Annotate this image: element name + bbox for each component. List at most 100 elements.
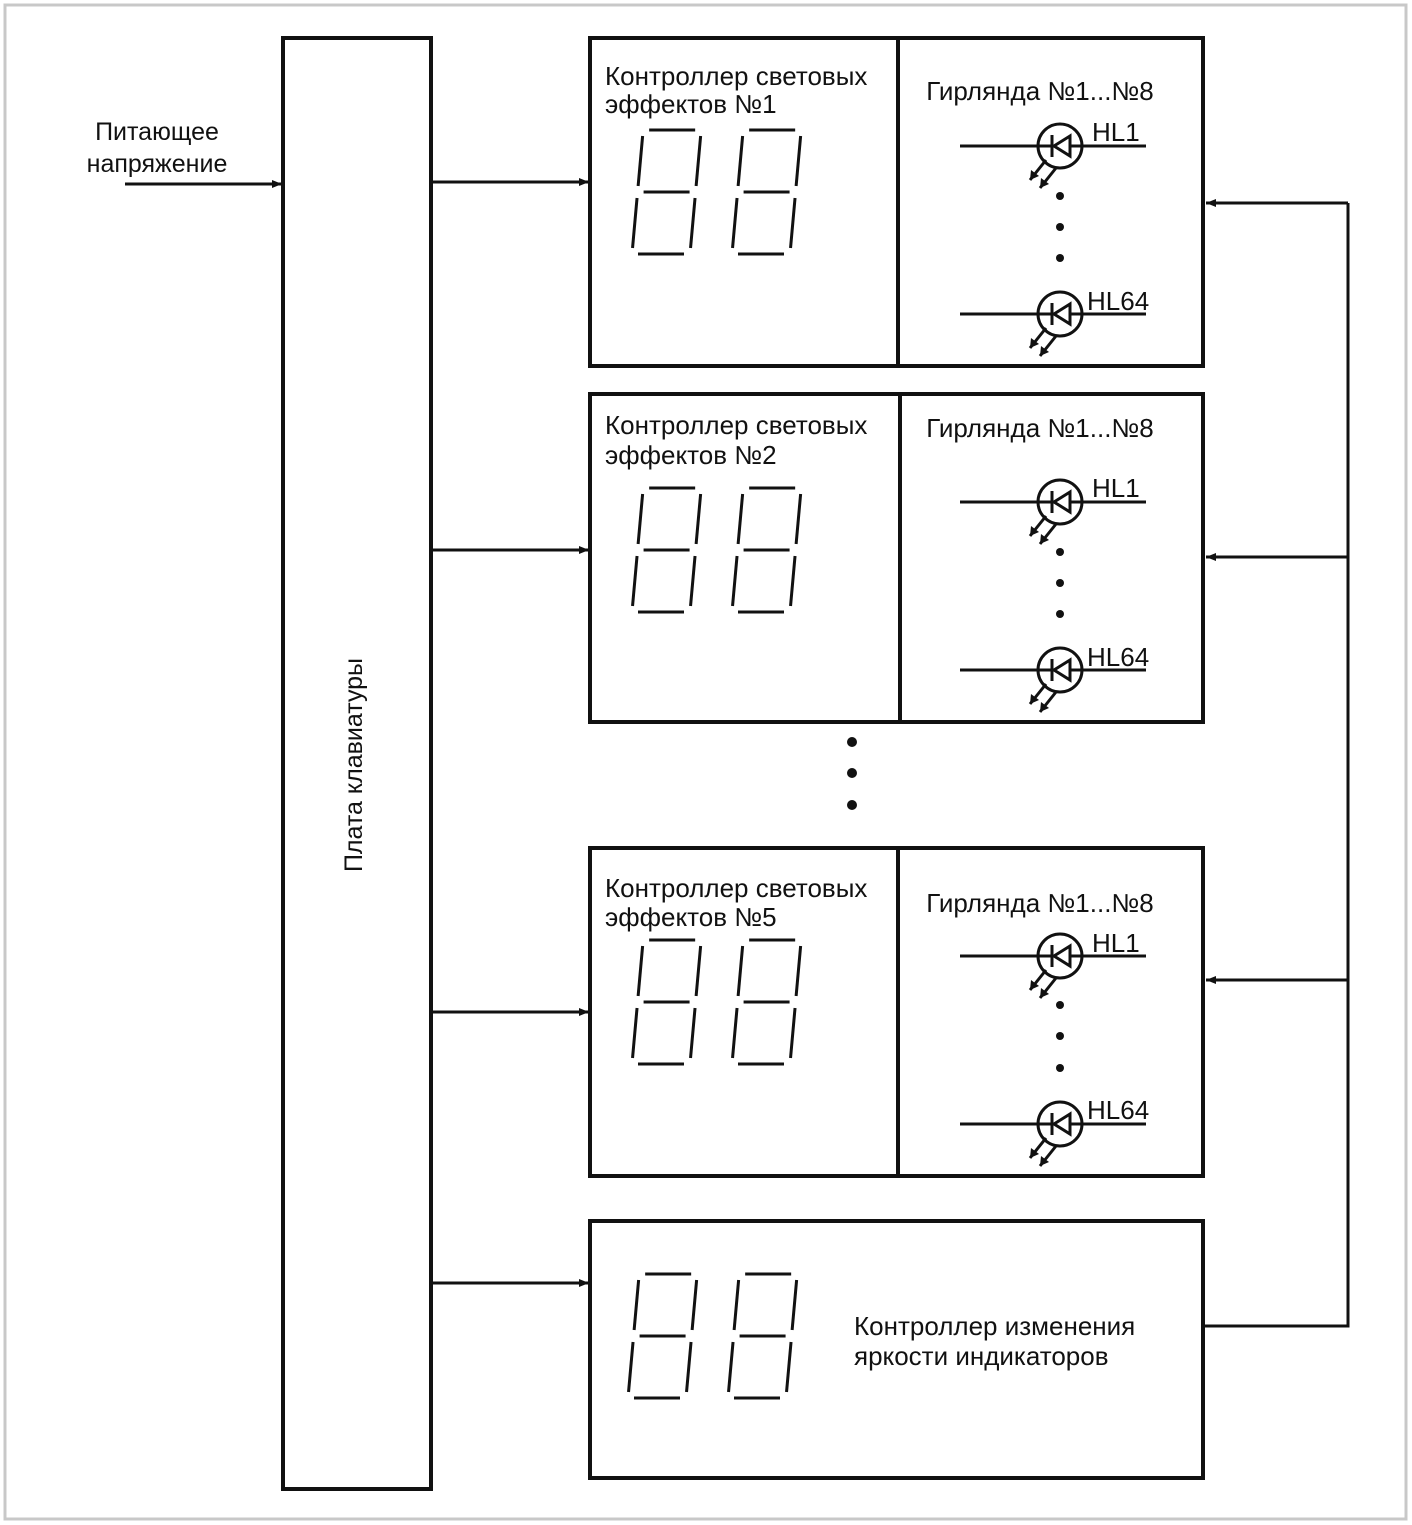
garland-title: Гирлянда №1...№8: [926, 76, 1154, 106]
light-ray-head: [1030, 170, 1039, 180]
segment-lower-right: [789, 197, 797, 249]
segment-lower-right: [789, 1007, 797, 1059]
segment-lower-left: [627, 1341, 635, 1393]
seven-segment-display: [631, 128, 803, 256]
led-hl1: [960, 478, 1146, 545]
led-last-label: HL64: [1087, 1095, 1149, 1125]
garland-title: Гирлянда №1...№8: [926, 413, 1154, 443]
segment-lower-left: [631, 555, 639, 607]
light-ray-head: [1030, 526, 1039, 536]
seven-segment-display: [631, 938, 803, 1066]
light-ray-head: [1040, 346, 1049, 356]
bus-line: [1205, 203, 1350, 1328]
segment-lower-right: [785, 1341, 793, 1393]
light-ray-head: [1030, 980, 1039, 990]
segment-lower-left: [631, 197, 639, 249]
seven-segment-display: [631, 486, 803, 614]
brightness-bus: [1205, 199, 1350, 1328]
ellipsis-dot: [1056, 579, 1064, 587]
brightness-box: [588, 1219, 1205, 1480]
controller-title-line1: Контроллер световых: [605, 61, 867, 91]
segment-lower-right: [685, 1341, 693, 1393]
ellipsis-dot: [1056, 1001, 1064, 1009]
segment-lower-left: [631, 1007, 639, 1059]
brightness-controller-block: Контроллер изменения яркости индикаторов: [588, 1219, 1205, 1480]
controller-block-1: Контроллер световых эффектов №1 Гирлянда…: [588, 36, 1205, 368]
light-ray-head: [1040, 988, 1049, 998]
diode-triangle: [1051, 657, 1072, 683]
segment-upper-left: [736, 945, 745, 997]
segment-upper-right: [790, 1279, 799, 1331]
controller-title-line2: эффектов №5: [605, 902, 777, 932]
ellipsis-dot: [1056, 610, 1064, 618]
diode-triangle: [1051, 1111, 1072, 1137]
power-label-line1: Питающее: [95, 118, 219, 146]
diode-triangle: [1051, 301, 1072, 327]
light-ray-head: [1040, 178, 1049, 188]
diode-triangle: [1051, 943, 1072, 969]
segment-upper-left: [636, 493, 645, 545]
led-first-label: HL1: [1092, 928, 1140, 958]
power-input: Питающее напряжение: [87, 118, 282, 188]
segment-upper-left: [636, 945, 645, 997]
digit: [631, 486, 703, 614]
controller-title-line2: эффектов №2: [605, 440, 777, 470]
light-ray-head: [1030, 1148, 1039, 1158]
ellipsis-dot: [1056, 223, 1064, 231]
keyboard-board: Плата клавиатуры: [281, 36, 433, 1491]
controller-title-line2: эффектов №1: [605, 89, 777, 119]
light-ray-head: [1040, 534, 1049, 544]
garland-title: Гирлянда №1...№8: [926, 888, 1154, 918]
segment-upper-right: [694, 493, 703, 545]
ellipsis-dot: [847, 800, 857, 810]
digit: [731, 938, 803, 1066]
led-last-label: HL64: [1087, 286, 1149, 316]
digit: [631, 938, 703, 1066]
segment-lower-right: [789, 555, 797, 607]
segment-upper-right: [794, 135, 803, 187]
segment-upper-left: [632, 1279, 641, 1331]
controller-title-line1: Контроллер световых: [605, 873, 867, 903]
light-ray-head: [1040, 702, 1049, 712]
light-ray-head: [1040, 1156, 1049, 1166]
light-ray-head: [1030, 694, 1039, 704]
segment-upper-left: [732, 1279, 741, 1331]
segment-upper-left: [736, 493, 745, 545]
led-hl64: [960, 646, 1146, 713]
led-hl64: [960, 290, 1146, 357]
keyboard-board-box: [281, 36, 433, 1491]
segment-upper-right: [694, 135, 703, 187]
segment-lower-right: [689, 197, 697, 249]
ellipsis-dot: [1056, 1064, 1064, 1072]
segment-upper-right: [794, 493, 803, 545]
keyboard-board-label: Плата клавиатуры: [340, 658, 368, 872]
ellipsis-dot: [847, 737, 857, 747]
segment-lower-left: [731, 197, 739, 249]
controller-title-line1: Контроллер световых: [605, 410, 867, 440]
digit: [727, 1272, 799, 1400]
digit: [627, 1272, 699, 1400]
power-label-line2: напряжение: [87, 150, 228, 178]
ellipsis-dot: [1056, 254, 1064, 262]
brightness-title-line2: яркости индикаторов: [854, 1341, 1109, 1371]
segment-upper-right: [794, 945, 803, 997]
diode-triangle: [1051, 133, 1072, 159]
led-first-label: HL1: [1092, 117, 1140, 147]
led-hl1: [960, 122, 1146, 189]
brightness-title-line1: Контроллер изменения: [854, 1311, 1135, 1341]
segment-upper-left: [636, 135, 645, 187]
segment-upper-right: [694, 945, 703, 997]
diode-triangle: [1051, 489, 1072, 515]
outer-frame: [3, 3, 1408, 1521]
controller-box: [588, 392, 1205, 724]
ellipsis-dot: [1056, 192, 1064, 200]
segment-lower-right: [689, 1007, 697, 1059]
light-ray-head: [1030, 338, 1039, 348]
segment-lower-right: [689, 555, 697, 607]
ellipsis-dot: [1056, 548, 1064, 556]
segment-lower-left: [731, 555, 739, 607]
led-first-label: HL1: [1092, 473, 1140, 503]
led-last-label: HL64: [1087, 642, 1149, 672]
digit: [631, 128, 703, 256]
